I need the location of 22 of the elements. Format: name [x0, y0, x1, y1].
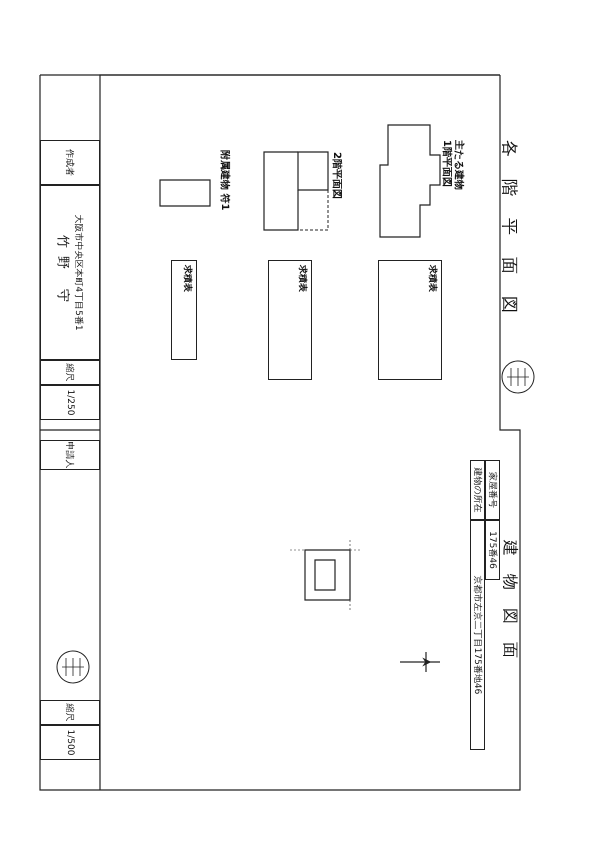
table-cell: 家屋番号 — [485, 460, 500, 520]
plan-label: 主たる建物 — [452, 140, 466, 190]
table-cell: 建物の所在 — [470, 460, 485, 520]
table-cell: 1/500 — [40, 725, 100, 760]
table-cell: 申請人 — [40, 440, 100, 470]
table-cell: 縮尺 — [40, 360, 100, 385]
address-text: 大阪市中央区本町4丁目5番1 — [72, 214, 84, 331]
area-table: 求積表 — [378, 260, 442, 380]
table-cell: 作成者 — [40, 140, 100, 185]
page-title: 各階平面図 — [498, 140, 520, 335]
name-text: 竹野 守 — [54, 234, 72, 310]
plan-label: 2階平面図 — [330, 152, 344, 199]
table-cell: 縮尺 — [40, 700, 100, 725]
table-cell — [40, 185, 100, 360]
table-cell: 175番46 — [485, 520, 500, 580]
page-title: 建物図面 — [500, 540, 520, 676]
table-cell: 京都市左京二丁目175番地46 — [470, 520, 485, 750]
table-cell: 1/250 — [40, 385, 100, 420]
plan-label: 1階平面図 — [440, 140, 454, 187]
area-table: 求積表 — [268, 260, 312, 380]
area-table: 求積表 — [171, 260, 197, 360]
plan-label: 附属建物 符1 — [218, 150, 232, 210]
